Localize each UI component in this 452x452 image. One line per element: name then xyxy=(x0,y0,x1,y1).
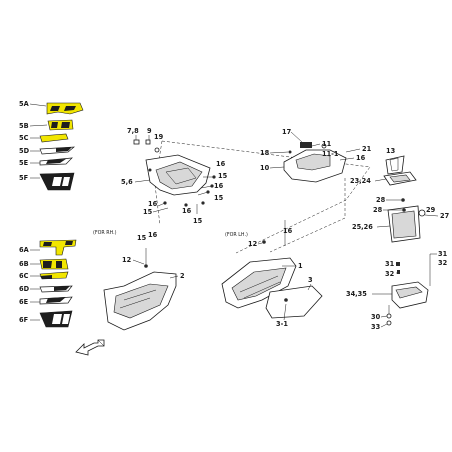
callout-7-8: 7,8 xyxy=(127,127,139,135)
callout-32-b: 32 xyxy=(438,259,448,267)
label-5a: 5A xyxy=(19,100,30,108)
callout-12-a: 12 xyxy=(122,256,132,264)
callout-25-26: 25,26 xyxy=(352,223,373,231)
screws-upper xyxy=(163,175,216,207)
callout-15-c2: 15 xyxy=(193,217,203,225)
callout-31-b: 31 xyxy=(438,250,448,258)
callout-29: 29 xyxy=(426,206,436,214)
label-6a: 6A xyxy=(19,246,30,254)
label-6e: 6E xyxy=(19,298,29,306)
callout-labels: 7,8 9 19 5,6 16 15 16 15 16 15 15 16 17 … xyxy=(121,127,450,331)
callout-30: 30 xyxy=(371,313,381,321)
center-cover xyxy=(283,142,347,183)
callout-18: 18 xyxy=(260,149,270,157)
decal-group-upper: 5A 5B 5C 5D 5E 5F xyxy=(19,100,84,191)
callout-28-b: 28 xyxy=(373,206,383,214)
decal-6e-stripe xyxy=(46,297,66,303)
callout-16-d: 16 xyxy=(356,154,366,162)
cover-latch-17 xyxy=(300,142,312,148)
callout-16-c: 16 xyxy=(148,200,158,208)
label-6c: 6C xyxy=(19,272,29,280)
callout-16-b: 16 xyxy=(214,182,224,190)
decal-5f-mark xyxy=(52,177,70,186)
lh-side-panel-3 xyxy=(265,285,323,319)
rh-footwell xyxy=(103,248,177,331)
callout-27: 27 xyxy=(440,212,450,220)
label-5e: 5E xyxy=(19,159,29,167)
callout-3-1: 3-1 xyxy=(276,320,288,328)
callout-13: 13 xyxy=(386,147,396,155)
decal-6a-stripe xyxy=(43,241,73,246)
callout-17: 17 xyxy=(282,128,292,136)
callout-16-a: 16 xyxy=(216,160,226,168)
callout-15-d: 15 xyxy=(137,234,147,242)
callout-31-a: 31 xyxy=(385,260,395,268)
callout-15-a: 15 xyxy=(218,172,228,180)
callout-9: 9 xyxy=(147,127,152,135)
callout-5-6: 5,6 xyxy=(121,178,133,186)
clip-hardware-upper xyxy=(133,139,160,153)
upper-front-panel xyxy=(145,154,211,196)
callout-12-b: 12 xyxy=(248,240,258,248)
callout-16-e: 16 xyxy=(148,231,158,239)
callout-10: 10 xyxy=(260,164,270,172)
callout-1: 1 xyxy=(298,262,303,270)
decal-5b-stripe xyxy=(51,122,70,128)
decal-6d-stripe xyxy=(54,286,70,291)
callout-16-c2: 16 xyxy=(182,207,192,215)
callout-33: 33 xyxy=(371,323,381,331)
label-6d: 6D xyxy=(19,285,30,293)
callout-15-c: 15 xyxy=(143,208,153,216)
note-for-lh: (FOR LH.) xyxy=(225,232,248,238)
bracket-assembly xyxy=(386,262,429,326)
decal-group-lower: 6A 6B 6C 6D 6E 6F xyxy=(19,239,77,328)
decal-5c-shape xyxy=(39,133,69,143)
lh-footwell xyxy=(221,220,323,319)
callout-28-a: 28 xyxy=(376,196,386,204)
decal-6c-stripe xyxy=(40,275,52,279)
label-5b: 5B xyxy=(19,122,29,130)
callout-15-b: 15 xyxy=(214,194,224,202)
callout-19: 19 xyxy=(154,133,164,141)
callout-16-f: 16 xyxy=(283,227,293,235)
callout-21: 21 xyxy=(362,145,372,153)
label-6b: 6B xyxy=(19,260,29,268)
decal-5d-stripe xyxy=(56,147,72,152)
label-5f: 5F xyxy=(19,174,28,182)
callout-2: 2 xyxy=(180,272,185,280)
label-5c: 5C xyxy=(19,134,29,142)
callout-11: 11 xyxy=(322,140,332,148)
frame-reference-lines xyxy=(154,140,371,254)
decal-5a-stripe xyxy=(50,106,76,111)
label-5d: 5D xyxy=(19,147,30,155)
callout-32-a: 32 xyxy=(385,270,395,278)
front-arrow-icon xyxy=(75,339,105,356)
label-6f: 6F xyxy=(19,316,28,324)
callout-11-1: 11-1 xyxy=(322,150,339,158)
decal-6f-mark xyxy=(52,314,70,324)
callout-34-35: 34,35 xyxy=(346,290,367,298)
storage-box-assembly xyxy=(383,155,426,243)
callout-3: 3 xyxy=(308,276,313,284)
note-for-rh: (FOR RH.) xyxy=(93,230,117,236)
callout-23-24: 23,24 xyxy=(350,177,371,185)
decal-6b-stripe xyxy=(43,261,62,268)
decal-5e-stripe xyxy=(46,159,66,164)
